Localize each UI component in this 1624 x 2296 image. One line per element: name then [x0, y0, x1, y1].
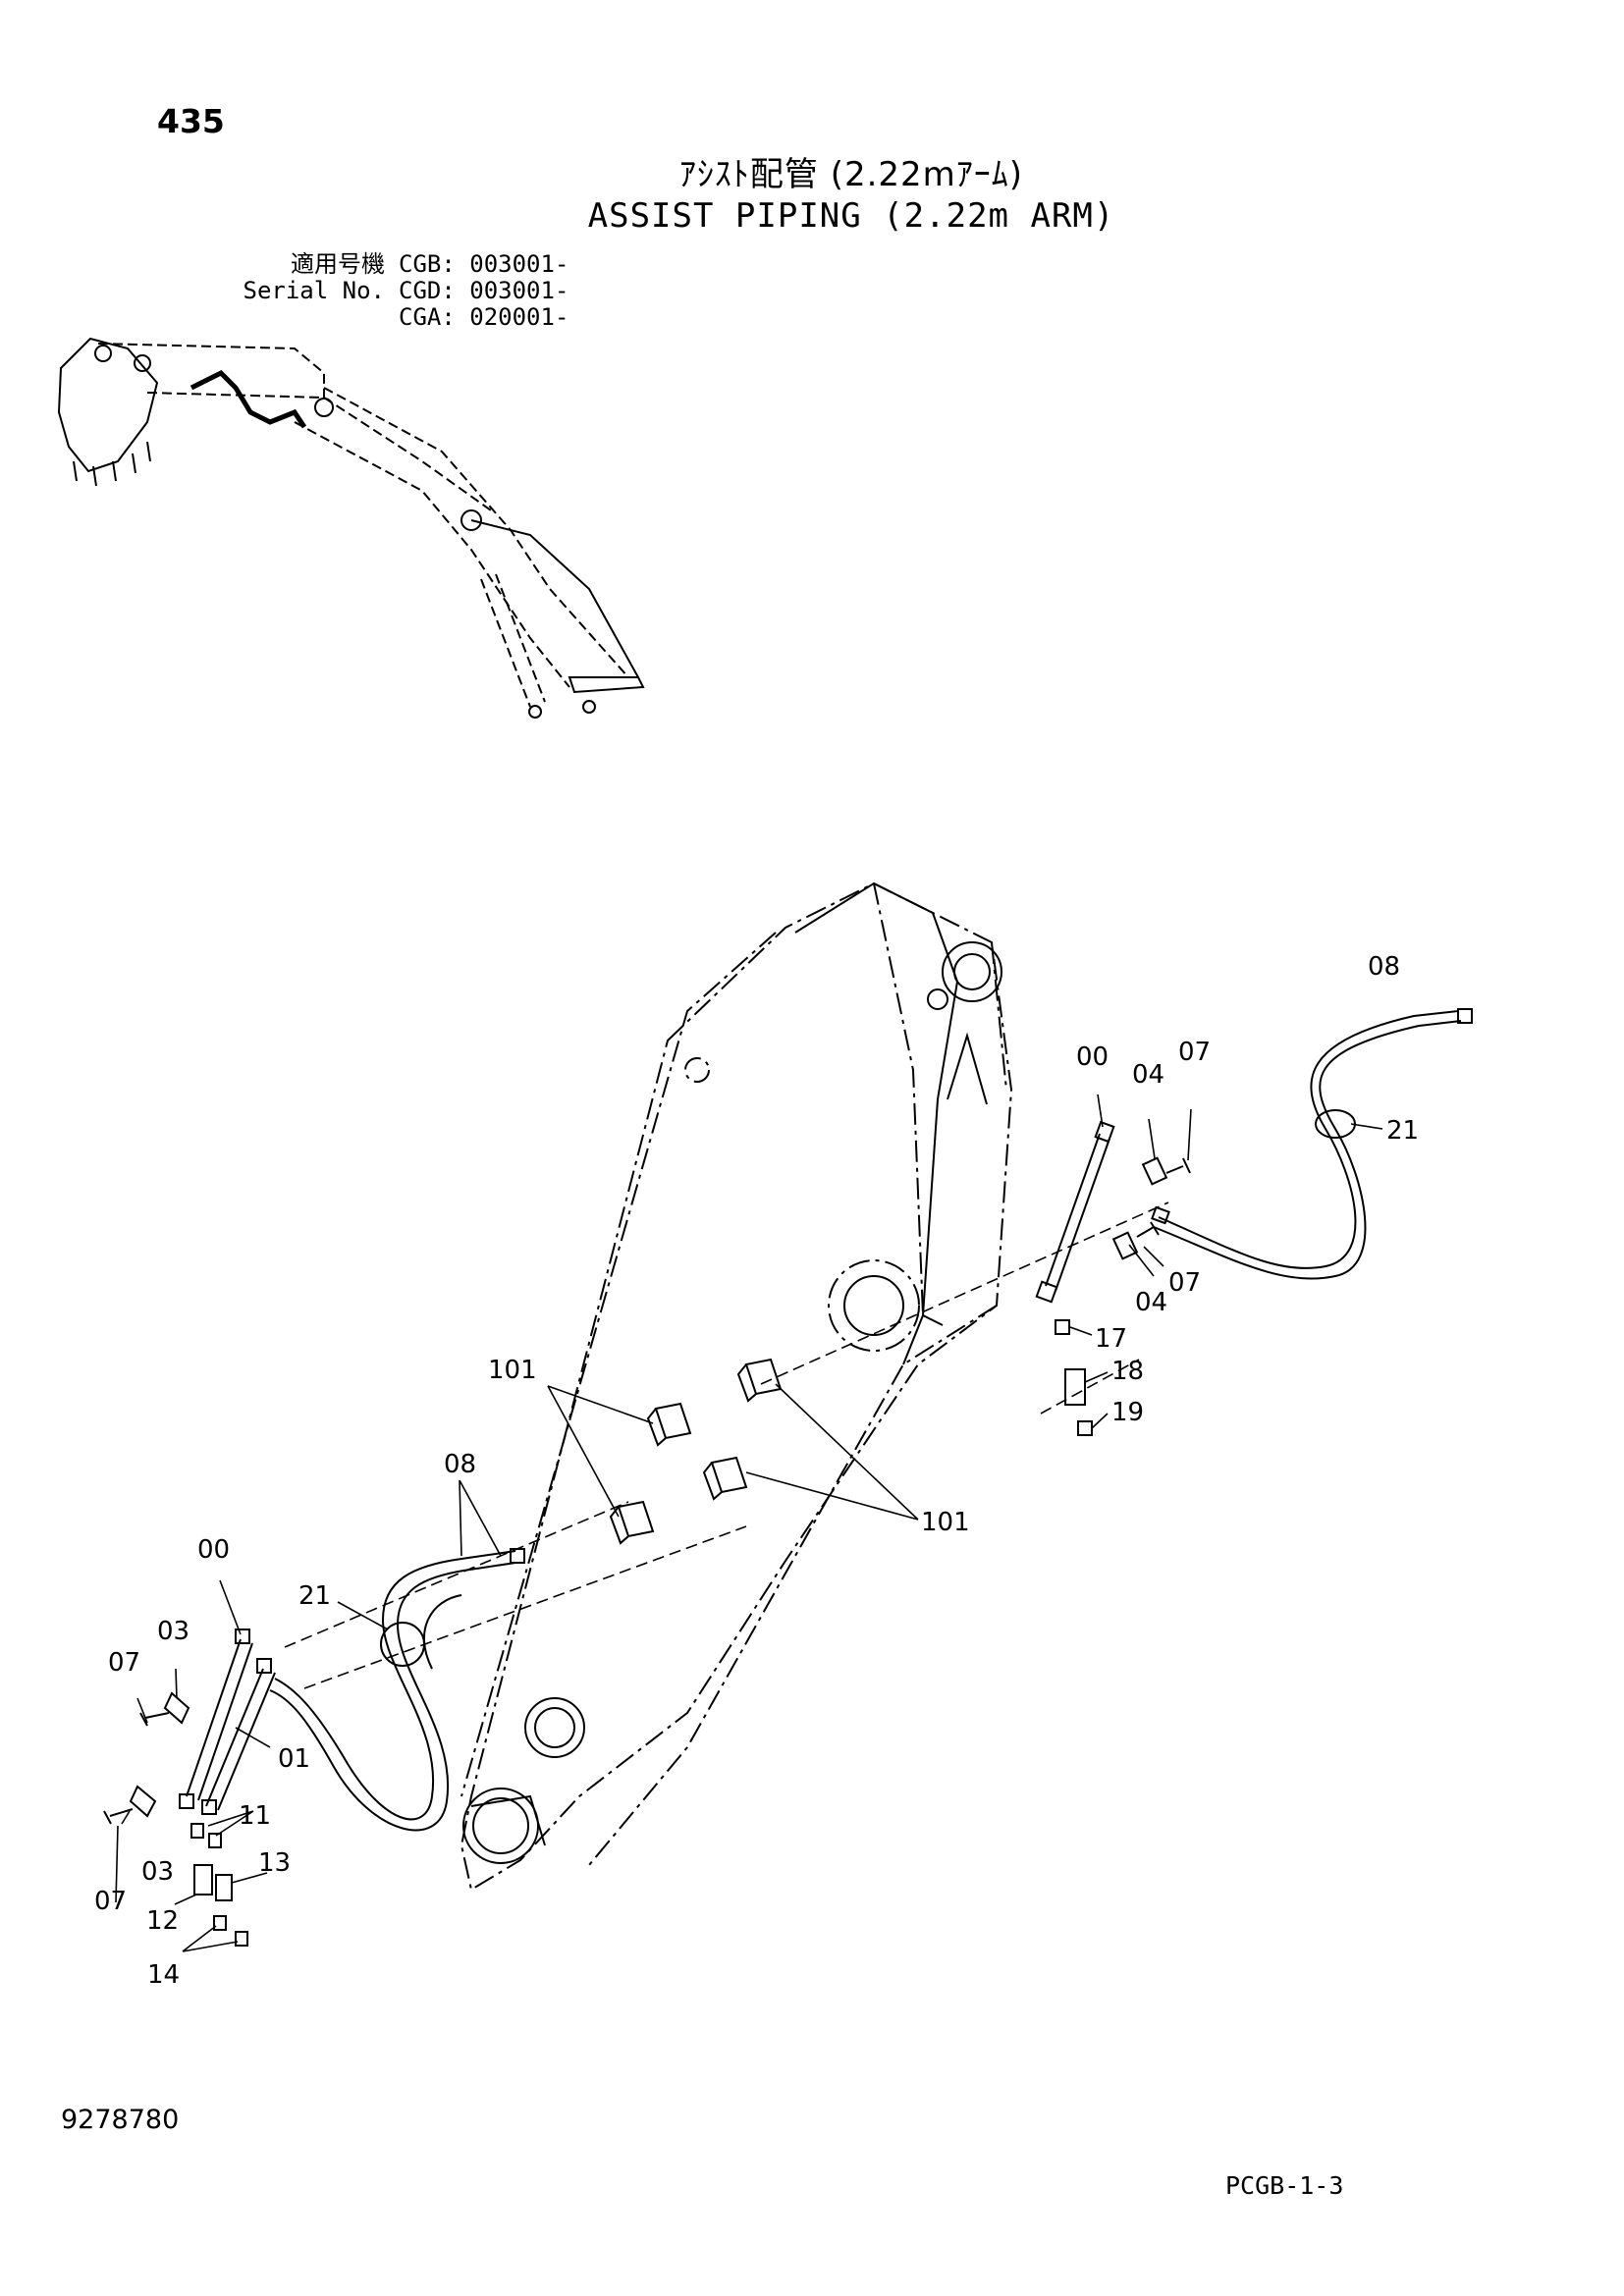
serial-row: 適用号機 CGB: 003001- — [169, 251, 568, 278]
leader-lines — [115, 1094, 1383, 1952]
serial-label: Serial No. — [243, 277, 386, 304]
hose-08-left — [269, 1548, 525, 1832]
callout-03-top: 03 — [157, 1617, 189, 1646]
callout-00-right: 00 — [1076, 1042, 1109, 1072]
title-english: ASSIST PIPING (2.22m ARM) — [587, 196, 1115, 236]
callout-00-left: 00 — [197, 1535, 230, 1565]
callout-04-top: 04 — [1132, 1060, 1164, 1090]
callout-07-top: 07 — [1178, 1038, 1211, 1067]
callout-08-right: 08 — [1368, 952, 1400, 982]
pipe-00-right — [1035, 1120, 1115, 1304]
left-fittings — [190, 1823, 248, 1947]
page-code: PCGB-1-3 — [1225, 2171, 1344, 2200]
callout-18: 18 — [1111, 1357, 1144, 1386]
callout-07-bottom: 07 — [94, 1887, 127, 1916]
callout-101-left: 101 — [488, 1356, 537, 1385]
callout-21-right: 21 — [1386, 1116, 1419, 1146]
serial-value: CGD: 003001- — [399, 277, 569, 304]
callout-21-left: 21 — [298, 1581, 331, 1611]
serial-row: Serial No. CGD: 003001- — [169, 277, 569, 304]
arm-detail — [462, 881, 1002, 1864]
document-number: 9278780 — [61, 2105, 180, 2135]
callout-01: 01 — [278, 1744, 310, 1774]
callout-labels: 00 04 07 08 21 07 04 17 18 19 101 101 08… — [94, 952, 1419, 1990]
title-japanese: ｱｼｽﾄ配管 (2.22mｱｰﾑ) — [678, 155, 1024, 194]
right-fittings — [1055, 1319, 1093, 1436]
serial-value: CGA: 020001- — [399, 303, 569, 331]
serial-row: CGA: 020001- — [169, 304, 568, 331]
clamp-blocks-101 — [609, 1358, 783, 1545]
callout-08-left: 08 — [444, 1450, 476, 1479]
arm-body — [460, 881, 1013, 1892]
callout-17: 17 — [1095, 1324, 1127, 1354]
callout-03-bottom: 03 — [141, 1857, 174, 1887]
serial-label: 適用号機 — [291, 250, 385, 278]
right-clamps — [1111, 1156, 1191, 1260]
callout-07-mid: 07 — [1168, 1268, 1201, 1298]
callout-04-mid: 04 — [1135, 1288, 1167, 1317]
serial-value: CGB: 003001- — [399, 250, 569, 278]
page-number: 435 — [157, 102, 225, 140]
left-clamps — [103, 1691, 190, 1825]
callout-14: 14 — [147, 1960, 180, 1990]
callout-11: 11 — [239, 1801, 271, 1831]
serial-applicability: 適用号機 CGB: 003001- Serial No. CGD: 003001… — [169, 251, 569, 331]
assembly-lines — [284, 1201, 1169, 1689]
callout-13: 13 — [258, 1848, 291, 1878]
callout-07-left: 07 — [108, 1648, 140, 1678]
callout-12: 12 — [146, 1906, 179, 1936]
pipes-left — [179, 1629, 276, 1815]
callout-101-right: 101 — [921, 1508, 970, 1537]
callout-19: 19 — [1111, 1398, 1144, 1427]
